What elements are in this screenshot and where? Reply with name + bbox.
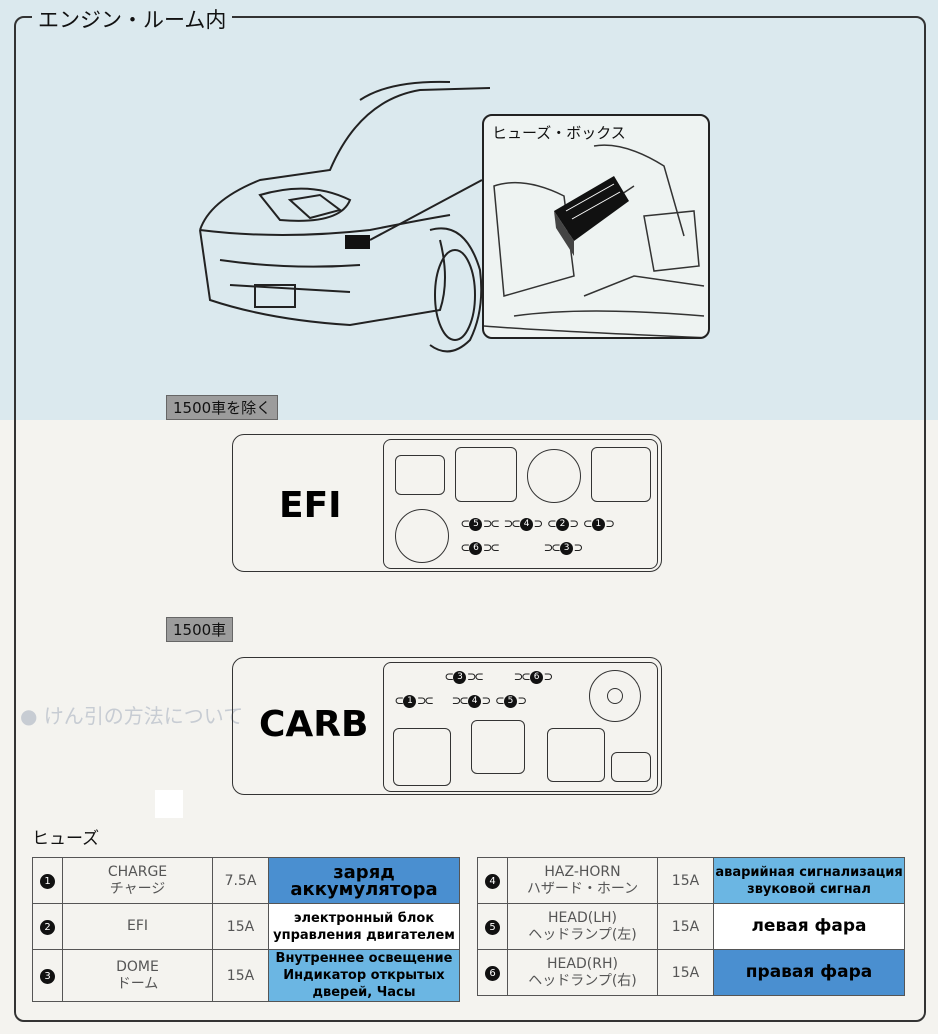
fuse-box-inset: ヒューズ・ボックス <box>482 114 710 339</box>
fuse-name-jp: ヘッドランプ(右) <box>528 972 637 989</box>
fuse-name-jp: ヘッドランプ(左) <box>528 926 637 943</box>
efi-fuse-panel <box>383 439 658 569</box>
carb-fuse-box: CARB ⊂3⊃⊂ ⊃⊂6⊃ ⊂1⊃⊂ ⊃⊂4⊃ ⊂5⊃ <box>232 657 662 795</box>
fuse-name-jp: チャージ <box>109 880 166 897</box>
fuse-description-ru: аварийная сигнализация звуковой сигнал <box>713 857 905 904</box>
fuse-amperage: 15A <box>657 949 714 996</box>
fuse-amperage: 15A <box>657 857 714 904</box>
efi-fuse-row-2: ⊂6⊃⊂ ⊃⊂3⊃ <box>461 540 583 556</box>
fuse-number: 3 <box>32 949 63 1002</box>
efi-fuse-box: EFI ⊂5⊃⊂ ⊃⊂4⊃ ⊂2⊃ ⊂1⊃ ⊂6⊃⊂ ⊃⊂3⊃ <box>232 434 662 572</box>
fuse-slot: ⊃⊂4⊃ <box>452 693 490 709</box>
fuse-name-en: HEAD(LH) <box>548 909 617 926</box>
carb-round-relay-center <box>607 688 623 704</box>
efi-relay-slot <box>591 447 651 502</box>
fuse-number: 1 <box>32 857 63 904</box>
efi-round-relay-slot <box>527 449 581 503</box>
fuse-name-en: DOME <box>116 958 159 975</box>
fuse-description-ru: правая фара <box>713 949 905 996</box>
efi-box-label: EFI <box>279 485 342 526</box>
fuse-name-en: CHARGE <box>107 863 168 880</box>
fuse-description-ru: Внутреннее освещение Индикатор открытых … <box>268 949 460 1002</box>
fuse-description-ru: заряд аккумулятора <box>268 857 460 904</box>
page-frame <box>14 16 926 1022</box>
fuse-description-ru: электронный блок управления двигателем <box>268 903 460 950</box>
fuse-number: 2 <box>32 903 63 950</box>
fuse-name-en: HEAD(RH) <box>547 955 618 972</box>
efi-relay-slot <box>455 447 517 502</box>
efi-relay-slot <box>395 455 445 495</box>
fuse-amperage: 15A <box>657 903 714 950</box>
carb-box-label: CARB <box>259 704 369 745</box>
carb-fuse-row-1: ⊂3⊃⊂ ⊃⊂6⊃ <box>445 669 553 685</box>
fuse-slot: ⊂3⊃⊂ <box>445 669 483 685</box>
fuse-number: 6 <box>477 949 508 996</box>
fuse-slot: ⊂6⊃⊂ <box>461 540 499 556</box>
fuse-number-badge: 1 <box>40 874 55 889</box>
carb-relay-slot <box>393 728 451 786</box>
fuse-name: EFI <box>62 903 213 950</box>
fuse-amperage: 15A <box>212 949 269 1002</box>
fuse-slot: ⊂5⊃⊂ <box>461 516 499 532</box>
fuse-number: 4 <box>477 857 508 904</box>
fuse-slot: ⊃⊂3⊃ <box>544 540 582 556</box>
efi-fuse-row-1: ⊂5⊃⊂ ⊃⊂4⊃ ⊂2⊃ ⊂1⊃ <box>461 516 614 532</box>
upper-page-tint <box>0 0 938 420</box>
carb-relay-slot <box>547 728 605 782</box>
fuse-slot: ⊂1⊃⊂ <box>395 693 433 709</box>
fuse-name-jp: ドーム <box>116 975 159 992</box>
efi-variant-tag: 1500車を除く <box>166 395 279 420</box>
fuse-amperage: 7.5A <box>212 857 269 904</box>
fuse-slot: ⊃⊂4⊃ <box>504 516 542 532</box>
blank-patch <box>155 790 183 818</box>
carb-variant-tag: 1500車 <box>166 617 234 642</box>
fuse-number: 5 <box>477 903 508 950</box>
fuse-number-badge: 2 <box>40 920 55 935</box>
carb-fuse-panel <box>383 662 658 792</box>
carb-fuse-row-2: ⊂1⊃⊂ ⊃⊂4⊃ ⊂5⊃ <box>395 693 527 709</box>
fuse-number-badge: 4 <box>485 874 500 889</box>
fuse-slot: ⊂5⊃ <box>495 693 527 709</box>
fuse-slot: ⊂1⊃ <box>583 516 614 532</box>
fuse-number-badge: 5 <box>485 920 500 935</box>
fuse-name-en: HAZ-HORN <box>544 863 621 880</box>
fuse-number-badge: 3 <box>40 969 55 984</box>
fuse-name: HEAD(LH)ヘッドランプ(左) <box>507 903 658 950</box>
fuse-name-jp: ハザード・ホーン <box>526 880 639 897</box>
fuse-slot: ⊂2⊃ <box>547 516 579 532</box>
show-through-text: ● けん引の方法について <box>20 704 244 728</box>
section-title: エンジン・ルーム内 <box>32 4 233 34</box>
carb-round-relay-slot <box>589 670 641 722</box>
fuse-name: HEAD(RH)ヘッドランプ(右) <box>507 949 658 996</box>
carb-relay-slot <box>471 720 525 774</box>
fuse-description-ru: левая фара <box>713 903 905 950</box>
car-illustration <box>199 80 490 353</box>
fuse-amperage: 15A <box>212 903 269 950</box>
engine-bay-illustration <box>484 144 707 337</box>
efi-round-relay-slot <box>395 509 449 563</box>
inset-title: ヒューズ・ボックス <box>492 124 626 142</box>
fuse-table-heading: ヒューズ <box>32 829 100 849</box>
carb-relay-slot <box>611 752 651 782</box>
fuse-number-badge: 6 <box>485 966 500 981</box>
fuse-name-en: EFI <box>126 918 149 934</box>
fuse-slot: ⊃⊂6⊃ <box>514 669 552 685</box>
